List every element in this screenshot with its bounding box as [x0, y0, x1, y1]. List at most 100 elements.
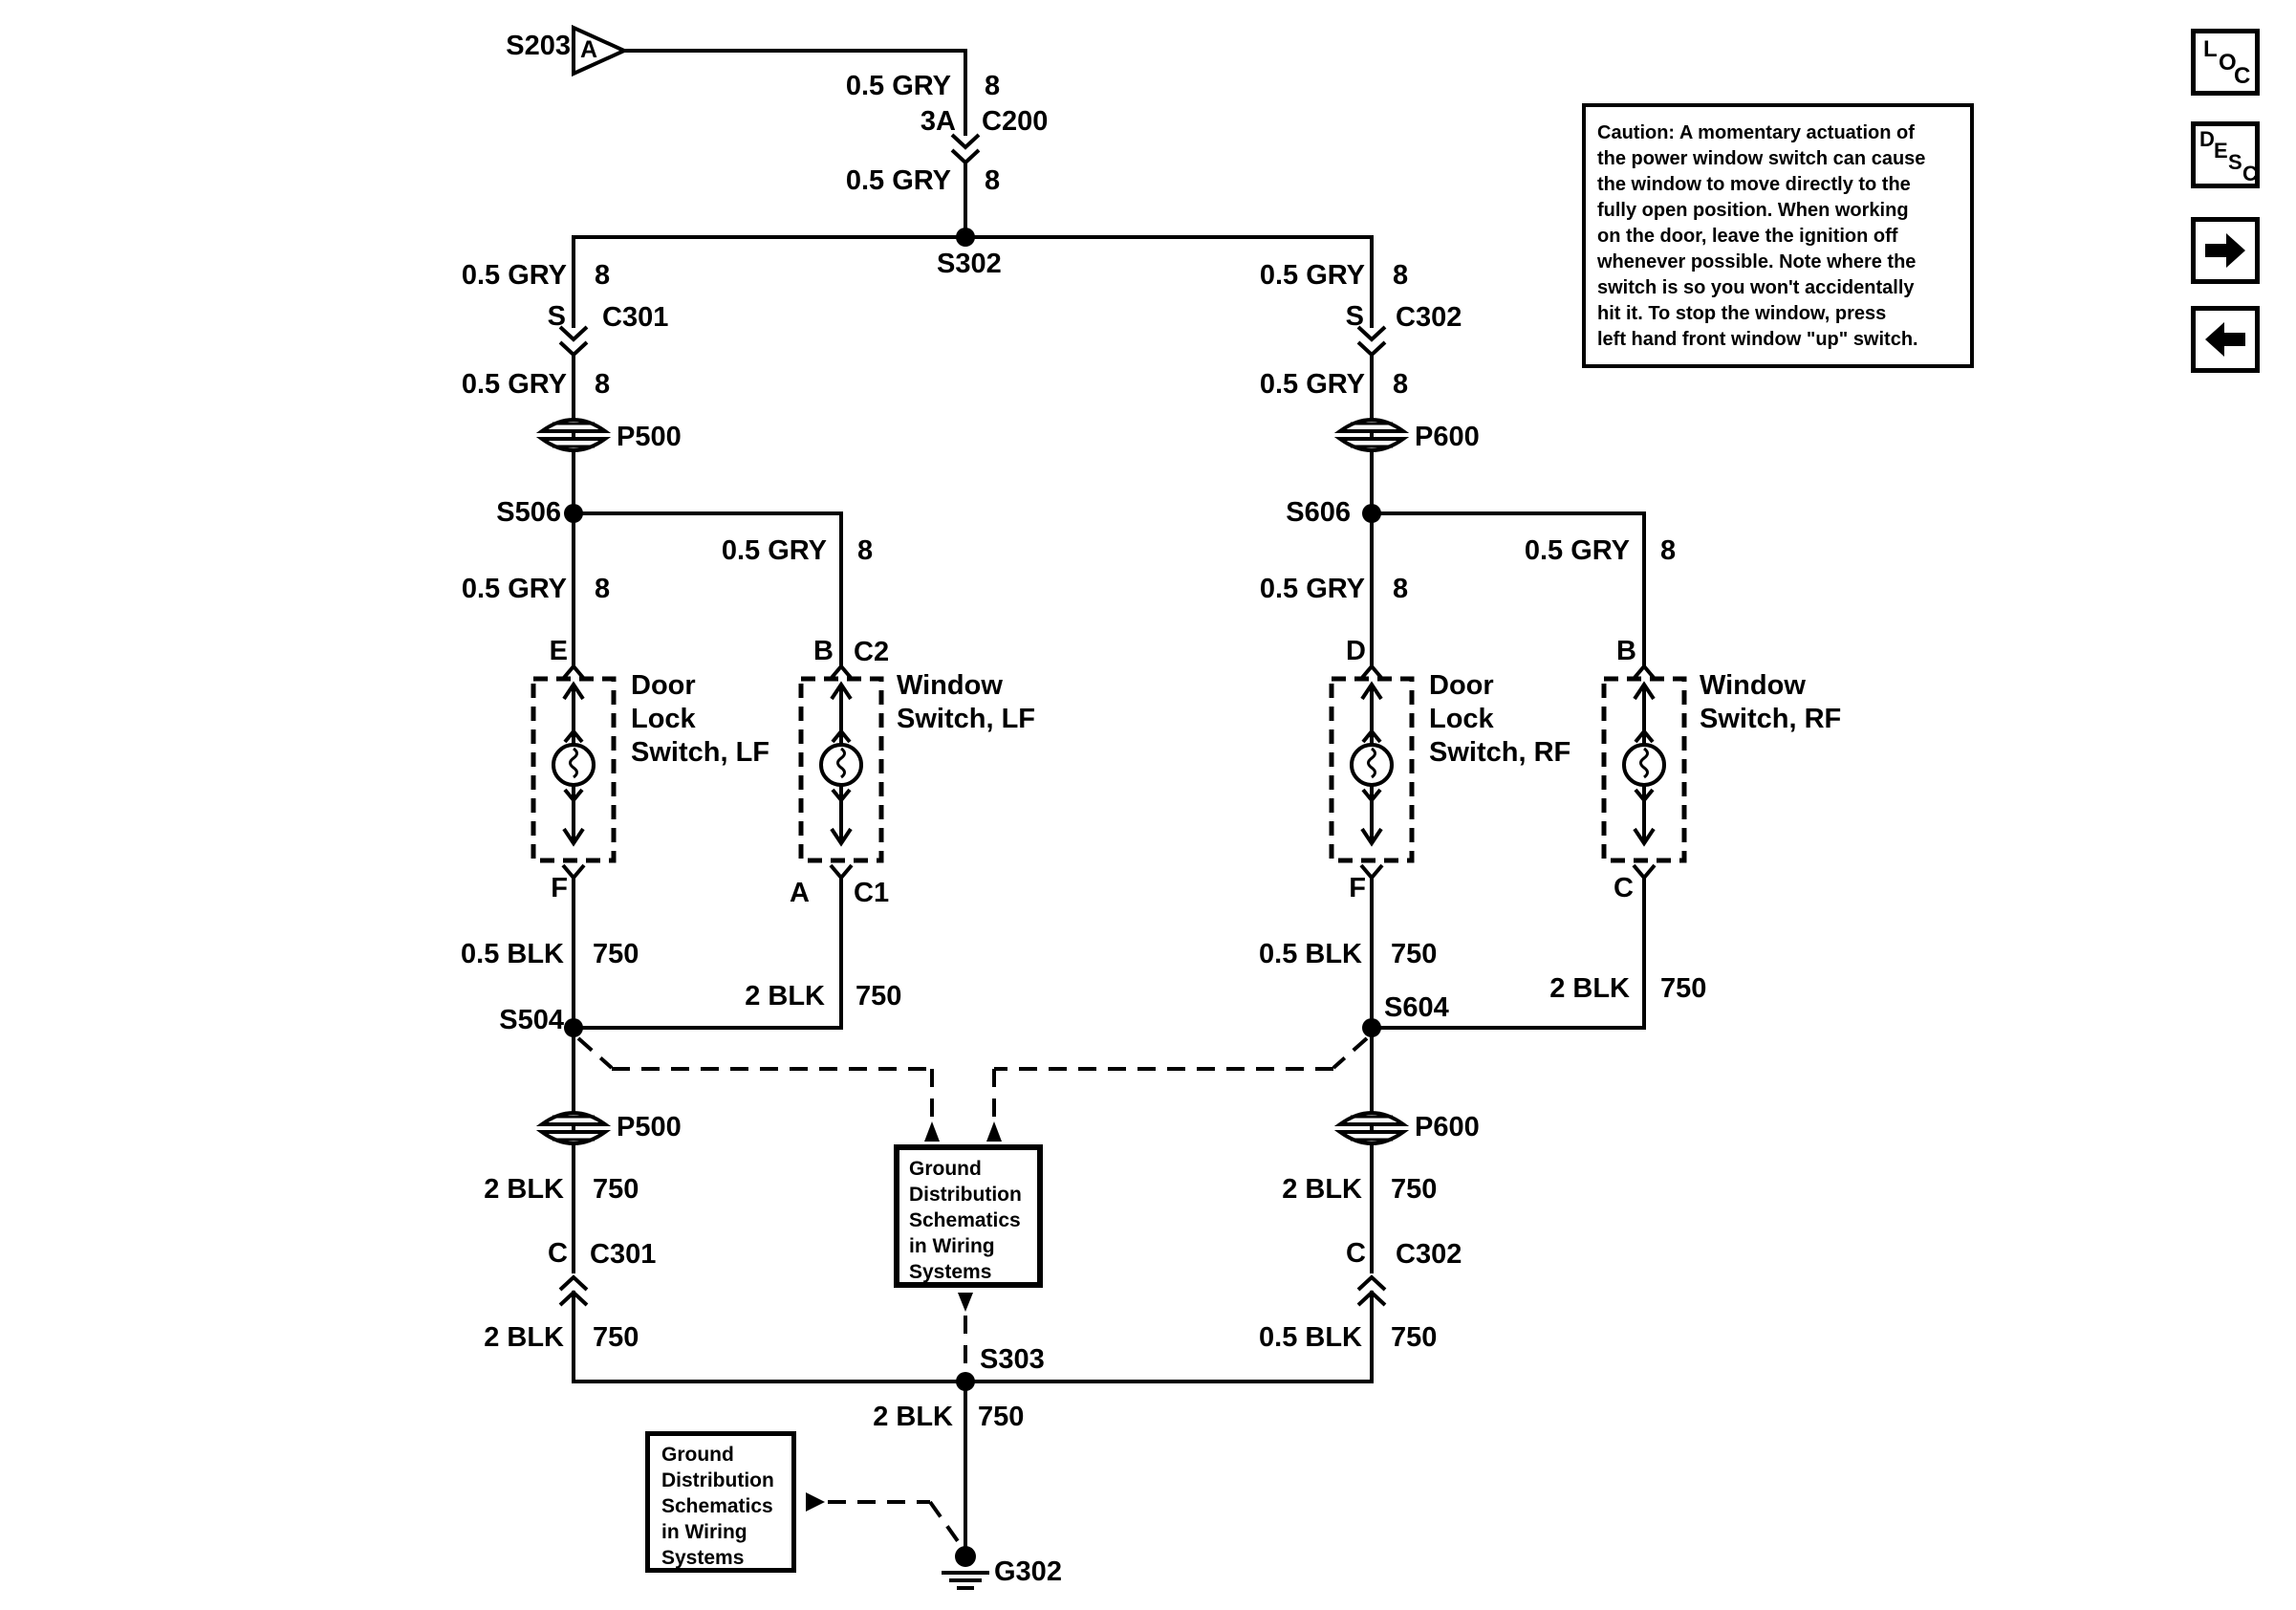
- splice-dot: [956, 1372, 975, 1391]
- reference-line: Systems: [909, 1261, 992, 1283]
- component-label: Switch, RF: [1700, 704, 1842, 734]
- up-arrow-icon: [986, 1121, 1002, 1142]
- splice-dot: [1362, 1018, 1381, 1037]
- circuit-label: 750: [593, 1322, 639, 1353]
- grommet-label: P600: [1415, 422, 1480, 452]
- caution-line: switch is so you won't accidentally: [1597, 277, 1915, 298]
- loc-button[interactable]: L O C: [2191, 29, 2260, 96]
- right-arrow-icon: [2205, 233, 2245, 268]
- connector-label: C301: [602, 302, 669, 333]
- caution-line: the power window switch can cause: [1597, 148, 1926, 169]
- pin-label: B: [813, 636, 834, 666]
- grommet-icon: [1333, 1111, 1410, 1145]
- switch-symbol: [1622, 681, 1666, 847]
- wire-label: 0.5 GRY: [461, 260, 567, 291]
- circuit-label: 8: [595, 260, 611, 291]
- up-arrow-icon: [924, 1121, 940, 1142]
- reference-line: in Wiring: [909, 1235, 995, 1257]
- splice-label: S302: [937, 249, 1002, 279]
- grommet-label: P500: [617, 1112, 682, 1142]
- forward-button[interactable]: [2191, 217, 2260, 284]
- splice-dot: [956, 228, 975, 247]
- reference-line: Ground: [661, 1444, 734, 1466]
- door-lock-switch-rf-box: [1329, 676, 1415, 863]
- circuit-label: 8: [1393, 574, 1409, 604]
- caution-line: whenever possible. Note where the: [1597, 251, 1917, 272]
- wire-label: 0.5 GRY: [721, 535, 827, 566]
- wire-label: 0.5 BLK: [1259, 1322, 1362, 1353]
- connector-pin-label: S: [547, 301, 566, 332]
- window-switch-lf-box: [798, 676, 884, 863]
- wire-label: 0.5 GRY: [845, 165, 951, 196]
- pin-label: F: [1349, 873, 1366, 903]
- connector-pin-label: S: [1345, 301, 1364, 332]
- caution-line: hit it. To stop the window, press: [1597, 303, 1887, 324]
- window-switch-rf-box: [1601, 676, 1687, 863]
- wire-label: 2 BLK: [745, 981, 825, 1012]
- connector-label: C1: [854, 878, 890, 908]
- down-arrow-icon: [958, 1293, 973, 1312]
- source-triangle-icon: [572, 24, 629, 77]
- connector-label: C200: [982, 106, 1049, 137]
- circuit-label: 750: [1660, 973, 1707, 1004]
- reference-line: Distribution: [909, 1184, 1022, 1206]
- connector-chevron-icon: [558, 133, 1387, 1307]
- circuit-label: 750: [1391, 1174, 1438, 1205]
- circuit-label: 8: [1660, 535, 1677, 566]
- wire-label: 0.5 GRY: [1259, 574, 1365, 604]
- circuit-label: 750: [978, 1402, 1025, 1432]
- switch-symbol: [1350, 681, 1394, 847]
- pin-chevron-icon: [561, 663, 1657, 881]
- splice-label: S604: [1384, 992, 1449, 1023]
- back-button[interactable]: [2191, 306, 2260, 373]
- circuit-label: 8: [595, 369, 611, 400]
- connector-label: C2: [854, 637, 890, 667]
- circuit-label: 8: [857, 535, 874, 566]
- caution-line: fully open position. When working: [1597, 200, 1909, 221]
- circuit-label: 8: [985, 165, 1001, 196]
- wire-label: 2 BLK: [1549, 973, 1630, 1004]
- pin-label: C: [1614, 873, 1634, 903]
- desc-button[interactable]: D E S C: [2191, 121, 2260, 188]
- pin-label: D: [1346, 636, 1366, 666]
- source-pin-label: A: [580, 36, 598, 63]
- circuit-label: 750: [1391, 1322, 1438, 1353]
- wire-label: 0.5 GRY: [1259, 369, 1365, 400]
- wire-label: 0.5 GRY: [461, 574, 567, 604]
- wire-label: 0.5 GRY: [461, 369, 567, 400]
- caution-note: Caution: A momentary actuation of the po…: [1582, 103, 1974, 368]
- circuit-label: 8: [1393, 369, 1409, 400]
- wire-label: 0.5 BLK: [1259, 939, 1362, 969]
- connector-label: C302: [1396, 1239, 1462, 1270]
- wire-label: 0.5 GRY: [845, 71, 951, 101]
- grommet-icon: [1333, 418, 1410, 452]
- grommet-label: P600: [1415, 1112, 1480, 1142]
- splice-dot: [1362, 504, 1381, 523]
- reference-dashed-lines: [576, 1036, 1369, 1543]
- wire-label: 0.5 GRY: [1524, 535, 1630, 566]
- splice-dots: [564, 228, 1381, 1391]
- wire-label: 0.5 BLK: [461, 939, 564, 969]
- splice-label: S303: [980, 1344, 1045, 1375]
- desc-letter: D: [2199, 127, 2215, 151]
- reference-line: Schematics: [909, 1209, 1021, 1231]
- connector-pin-label: C: [1346, 1238, 1366, 1269]
- switch-symbol: [552, 681, 596, 847]
- wire-label: 2 BLK: [484, 1174, 564, 1205]
- right-arrow-icon: [806, 1492, 825, 1512]
- pin-label: E: [549, 636, 568, 666]
- component-label: Door: [1429, 670, 1494, 701]
- reference-line: Schematics: [661, 1495, 773, 1517]
- splice-dot: [564, 1018, 583, 1037]
- door-lock-switch-lf-box: [531, 676, 617, 863]
- ground-distribution-reference-box: Ground Distribution Schematics in Wiring…: [645, 1431, 796, 1573]
- desc-letter: S: [2228, 150, 2242, 174]
- caution-line: Caution: A momentary actuation of: [1597, 122, 1915, 143]
- circuit-label: 8: [1393, 260, 1409, 291]
- connector-pin-label: 3A: [920, 106, 956, 137]
- component-label: Switch, LF: [897, 704, 1035, 734]
- circuit-label: 750: [593, 1174, 639, 1205]
- loc-letter: C: [2234, 63, 2251, 89]
- wire-label: 2 BLK: [873, 1402, 953, 1432]
